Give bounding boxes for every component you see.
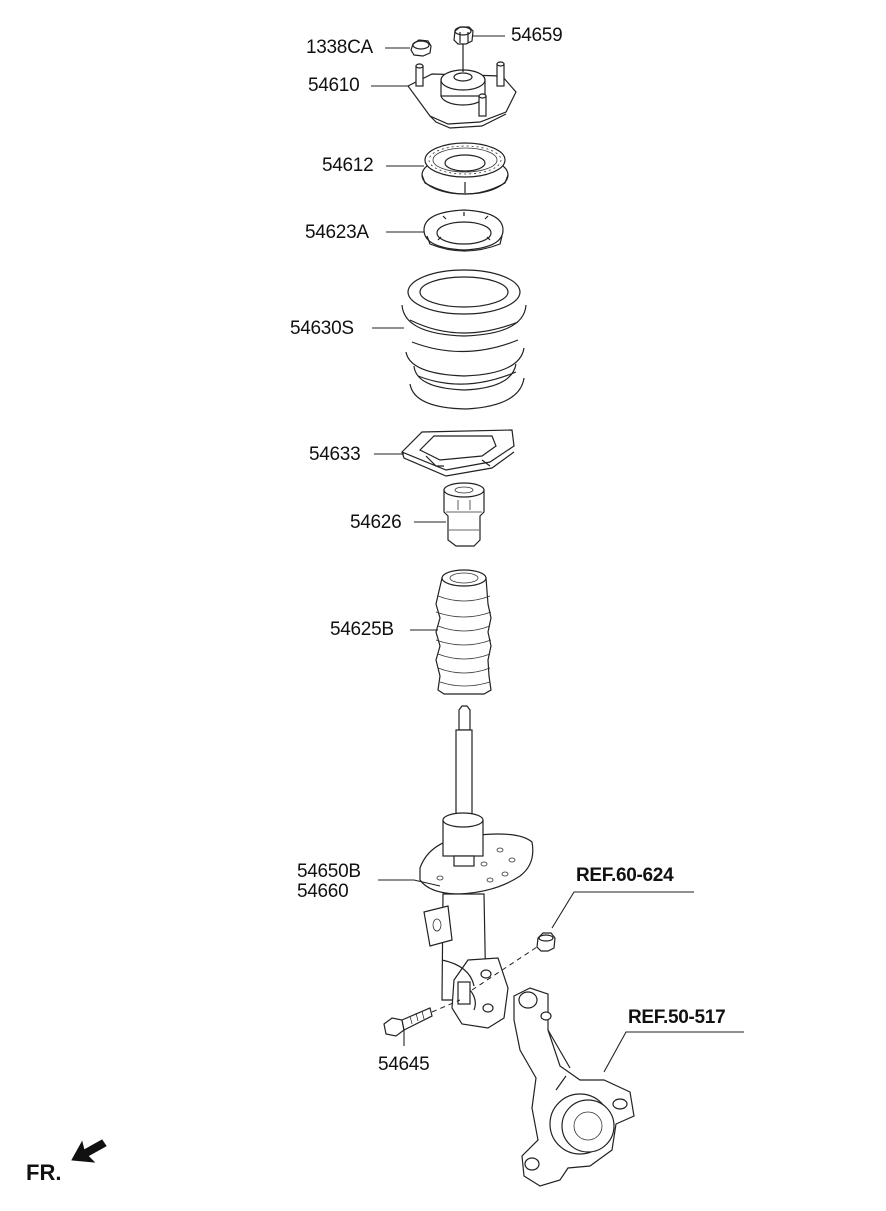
nut-54659-drawing	[453, 26, 474, 45]
label-1338ca[interactable]: 1338CA	[306, 37, 373, 58]
label-54645[interactable]: 54645	[378, 1054, 430, 1075]
label-54610[interactable]: 54610	[308, 75, 360, 96]
spring-seat-upper-drawing	[423, 209, 504, 252]
label-54659[interactable]: 54659	[511, 25, 563, 46]
label-ref-60-624[interactable]: REF.60-624	[576, 865, 674, 886]
strut-mount-drawing	[407, 44, 517, 129]
label-54650b[interactable]: 54650B	[297, 861, 361, 882]
spring-pad-lower-drawing	[400, 429, 515, 477]
label-54630s[interactable]: 54630S	[290, 318, 354, 339]
nut-1338ca-drawing	[410, 39, 432, 57]
bolt-54645-drawing	[383, 999, 461, 1037]
label-ref-50-517[interactable]: REF.50-517	[628, 1007, 726, 1028]
dust-cover-drawing	[435, 569, 492, 695]
bump-stopper-drawing	[443, 482, 485, 547]
label-54625b[interactable]: 54625B	[330, 619, 394, 640]
label-54623a[interactable]: 54623A	[305, 222, 369, 243]
steering-knuckle-drawing	[513, 987, 635, 1187]
strut-assembly-drawing	[419, 705, 541, 1029]
label-54633[interactable]: 54633	[309, 444, 361, 465]
label-54660[interactable]: 54660	[297, 881, 349, 902]
strut-bearing-drawing	[421, 142, 509, 195]
leader-lines	[371, 35, 744, 1073]
coil-spring-drawing	[401, 269, 527, 410]
front-arrow-icon	[71, 1139, 107, 1163]
ref-nut-drawing	[536, 932, 556, 952]
front-direction-label: FR.	[26, 1160, 62, 1185]
label-54612[interactable]: 54612	[322, 155, 374, 176]
label-54626[interactable]: 54626	[350, 512, 402, 533]
